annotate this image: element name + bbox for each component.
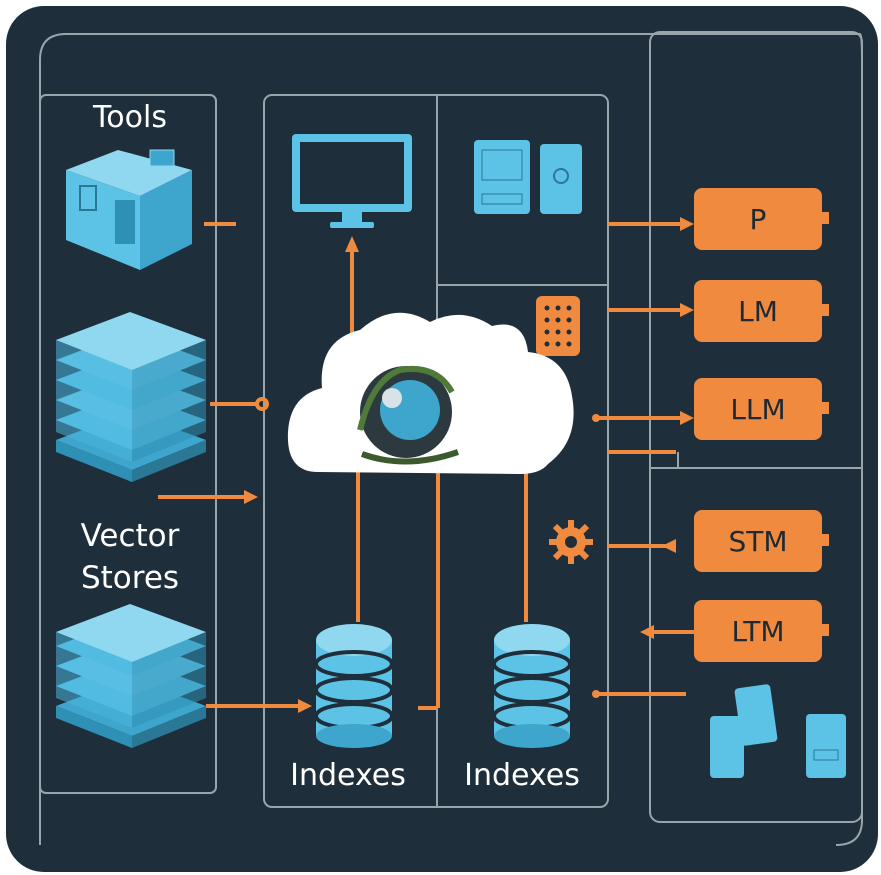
server-icon — [66, 149, 192, 270]
memory-block-lm: LM — [694, 280, 829, 342]
indexes-label-left: Indexes — [290, 758, 406, 793]
database-icon — [314, 624, 394, 748]
memory-block-stm: STM — [694, 510, 829, 572]
devices-icon — [474, 140, 582, 214]
phone-icon — [710, 684, 846, 778]
vector-stores-label-line2: Stores — [80, 560, 180, 596]
layers-icon — [56, 312, 206, 482]
memory-block-ltm: LTM — [694, 600, 829, 662]
indexes-label-right: Indexes — [464, 758, 580, 793]
vector-stores-label-line1: Vector — [80, 518, 180, 554]
cloud-icon — [287, 312, 574, 474]
connectors — [158, 217, 694, 713]
gear-icon — [549, 520, 593, 564]
keypad-icon — [536, 296, 580, 356]
memory-block-p: P — [694, 188, 829, 250]
monitor-icon — [292, 134, 412, 228]
tools-label: Tools — [93, 100, 167, 135]
memory-block-llm: LLM — [694, 378, 829, 440]
database-icon — [492, 624, 572, 748]
layers-icon — [56, 604, 206, 748]
